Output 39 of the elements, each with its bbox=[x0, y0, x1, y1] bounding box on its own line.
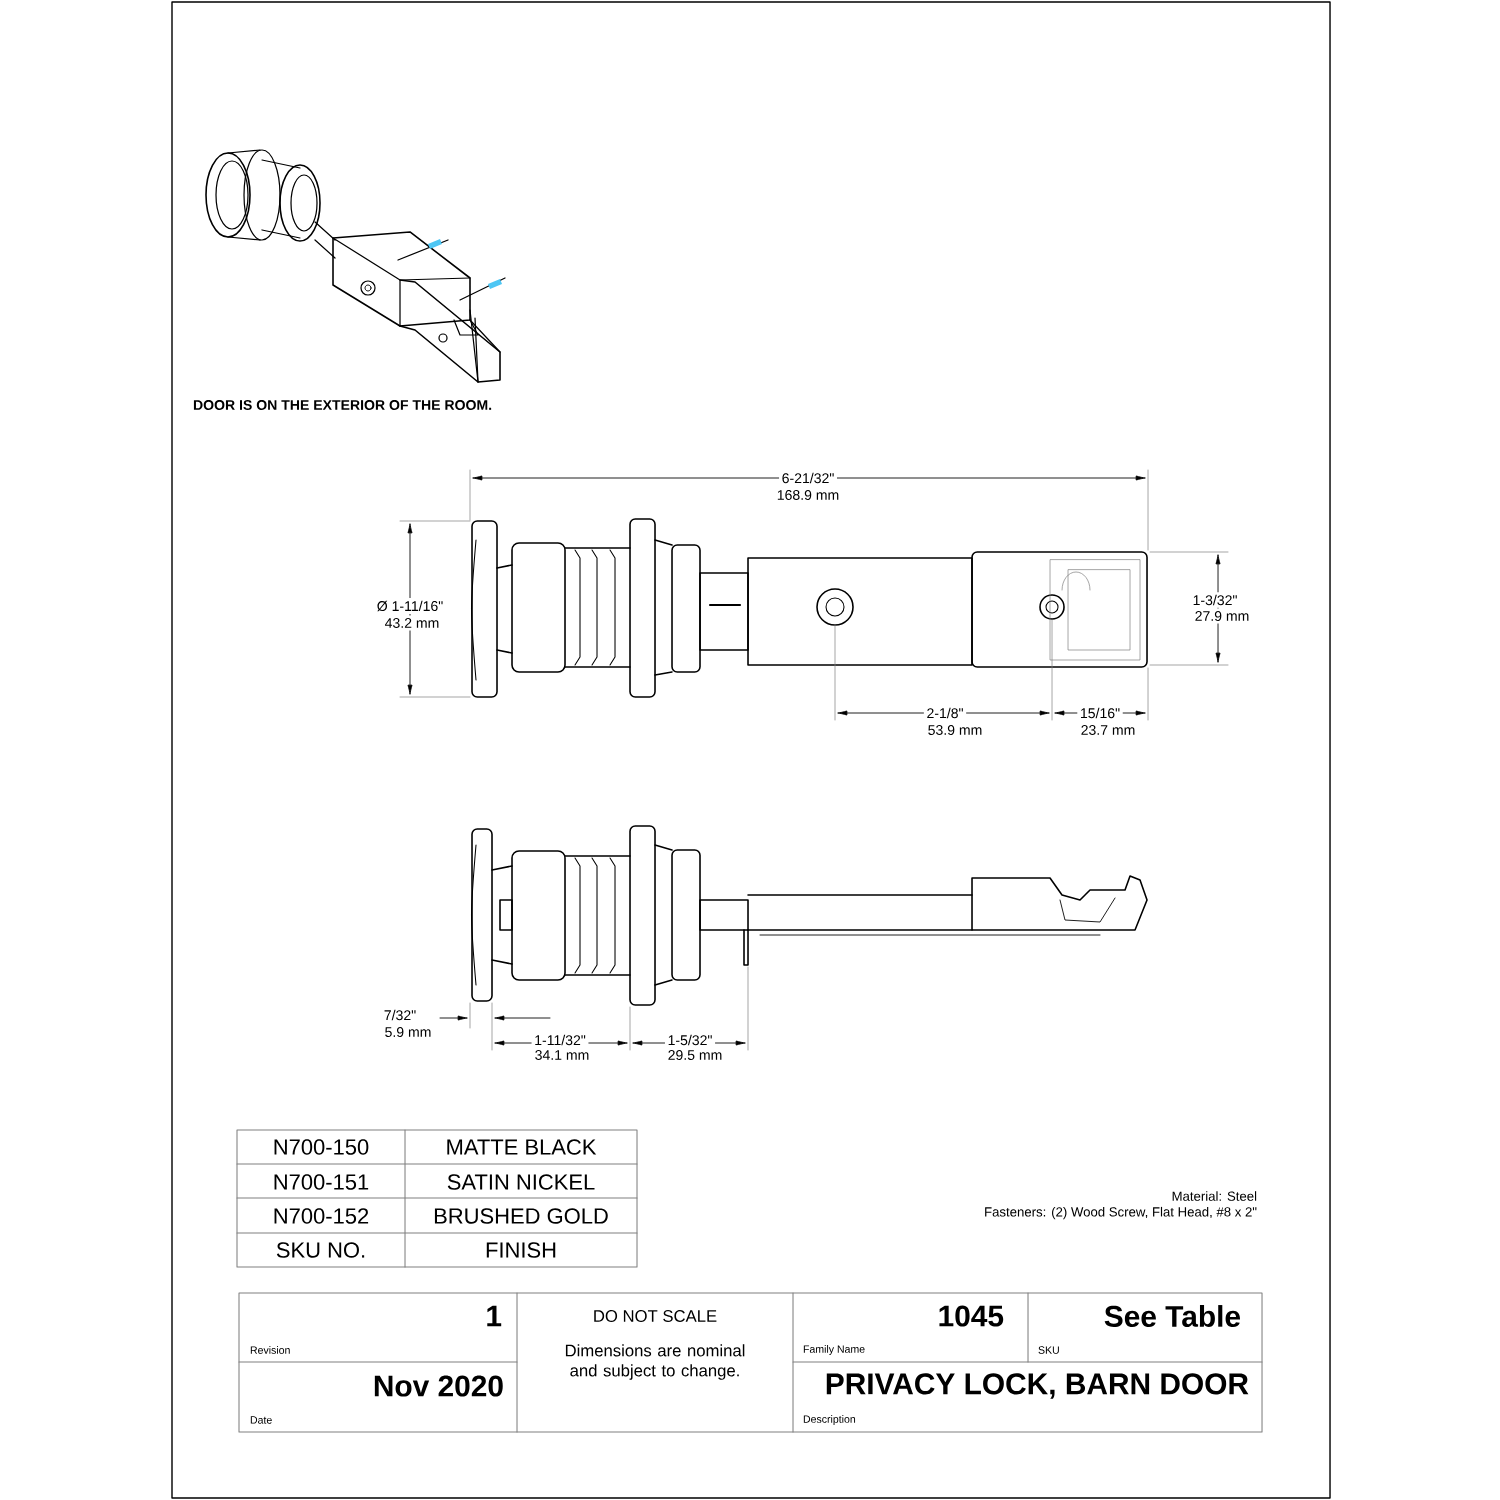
title-block-value: 1 bbox=[487, 1305, 502, 1327]
table-text: N700-150 bbox=[274, 1139, 369, 1155]
table-text: MATTE BLACK bbox=[447, 1139, 597, 1155]
dimension-label: 43.2 mm bbox=[382, 615, 442, 631]
dimension-label: Ø 1-11/16" bbox=[374, 598, 446, 614]
table-text: SKU NO. bbox=[276, 1242, 365, 1258]
dimension-label: 6-21/32" bbox=[779, 470, 837, 486]
note: Dimensions are nominal and subject to change. bbox=[565, 1344, 745, 1380]
title-block-value: Nov 2020 bbox=[374, 1375, 503, 1397]
note: DO NOT SCALE bbox=[594, 1310, 717, 1322]
dimension-label: 1-3/32" bbox=[1189, 592, 1241, 608]
note: Fasteners: (2) Wood Screw, Flat Head, #8 x 2" bbox=[985, 1206, 1257, 1220]
table-text: N700-151 bbox=[274, 1174, 369, 1190]
field-caption: Date bbox=[250, 1416, 272, 1424]
field-caption: SKU bbox=[1038, 1346, 1059, 1354]
dimension-label: 15/16" bbox=[1077, 705, 1123, 721]
dimension-label: 2-1/8" bbox=[923, 705, 967, 721]
table-text: SATIN NICKEL bbox=[447, 1174, 595, 1190]
dimension-label: 1-5/32" bbox=[664, 1032, 716, 1048]
note: DOOR IS ON THE EXTERIOR OF THE ROOM. bbox=[193, 400, 492, 410]
dimension-label: 27.9 mm bbox=[1192, 608, 1252, 624]
dimension-label: 29.5 mm bbox=[665, 1047, 725, 1063]
field-caption: Description bbox=[803, 1415, 856, 1425]
title-block-value: 1045 bbox=[939, 1305, 1004, 1327]
dimension-label: 34.1 mm bbox=[532, 1047, 592, 1063]
dimension-label: 7/32" bbox=[381, 1007, 419, 1023]
field-caption: Revision bbox=[250, 1346, 290, 1354]
dimension-label: 168.9 mm bbox=[774, 487, 842, 503]
dimension-label: 23.7 mm bbox=[1078, 722, 1138, 738]
table-text: N700-152 bbox=[274, 1208, 369, 1224]
title-block-value: See Table bbox=[1104, 1305, 1241, 1327]
title-block-value: PRIVACY LOCK, BARN DOOR bbox=[826, 1373, 1249, 1399]
dimension-label: 53.9 mm bbox=[925, 722, 985, 738]
dimension-label: 1-11/32" bbox=[531, 1032, 589, 1048]
field-caption: Family Name bbox=[803, 1345, 865, 1355]
table-text: FINISH bbox=[486, 1242, 556, 1258]
table-text: BRUSHED GOLD bbox=[434, 1208, 608, 1224]
dimension-label: 5.9 mm bbox=[381, 1024, 435, 1040]
note: Material: Steel bbox=[1172, 1191, 1257, 1201]
